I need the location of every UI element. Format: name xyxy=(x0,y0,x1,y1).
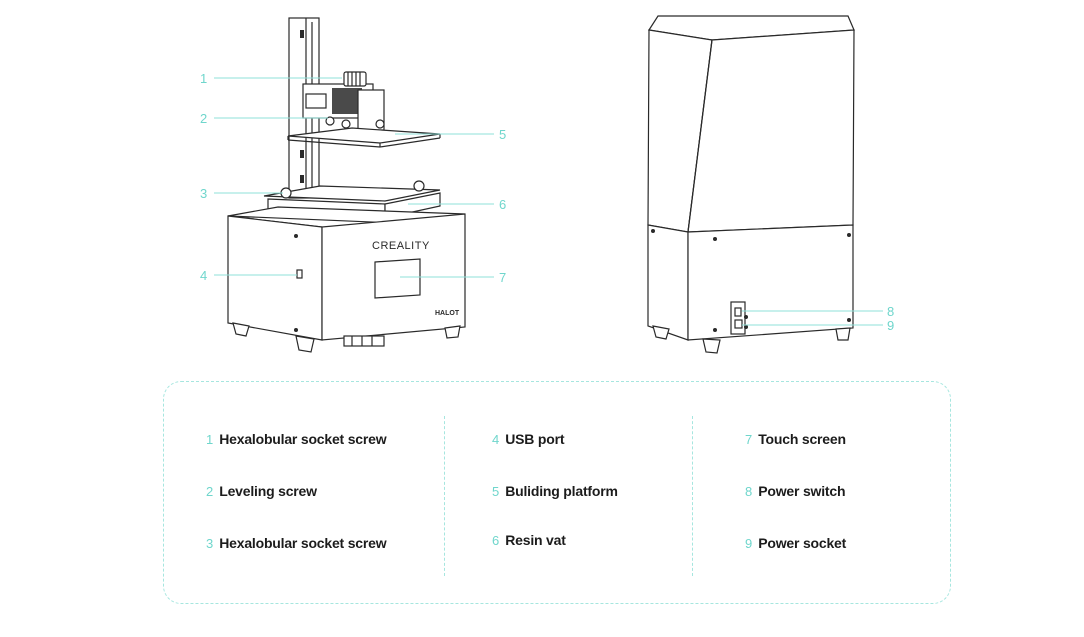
column-divider xyxy=(692,416,693,576)
callout-number: 7 xyxy=(499,270,506,285)
legend-label: Power switch xyxy=(758,483,846,499)
callout-number: 8 xyxy=(887,304,894,319)
legend-label: Hexalobular socket screw xyxy=(219,431,387,447)
callout-number: 9 xyxy=(887,318,894,333)
callout-number: 3 xyxy=(200,186,207,201)
legend-item-resin-vat: 6 Resin vat xyxy=(492,532,566,548)
legend-label: Resin vat xyxy=(505,532,566,548)
callout-number: 2 xyxy=(200,111,207,126)
callout-number: 6 xyxy=(499,197,506,212)
legend-item-power-socket: 9 Power socket xyxy=(745,535,846,551)
legend-item-touch-screen: 7 Touch screen xyxy=(745,431,846,447)
legend-item-hexalobular-socket-screw: 1 Hexalobular socket screw xyxy=(206,431,387,447)
legend-number: 9 xyxy=(745,536,753,551)
legend-item-hexalobular-socket-screw-2: 3 Hexalobular socket screw xyxy=(206,535,387,551)
legend-number: 7 xyxy=(745,432,753,447)
legend-label: Leveling screw xyxy=(219,483,317,499)
legend-label: Power socket xyxy=(758,535,847,551)
legend-label: Touch screen xyxy=(758,431,846,447)
legend-number: 6 xyxy=(492,533,500,548)
back-callouts: 8 9 xyxy=(742,304,894,333)
legend-number: 5 xyxy=(492,484,500,499)
callout-number: 1 xyxy=(200,71,207,86)
legend-label: Buliding platform xyxy=(505,483,618,499)
front-callouts: 1 2 3 4 5 6 7 xyxy=(200,71,506,285)
printer-diagram: CREALITY HALOT 1 2 3 4 5 6 7 xyxy=(200,15,894,354)
callout-number: 5 xyxy=(499,127,506,142)
legend-item-power-switch: 8 Power switch xyxy=(745,483,846,499)
model-badge-text: HALOT xyxy=(435,310,460,317)
legend-label: Hexalobular socket screw xyxy=(219,535,387,551)
front-view-printer: CREALITY HALOT xyxy=(227,17,466,353)
legend-number: 1 xyxy=(206,432,214,447)
legend-number: 3 xyxy=(206,536,214,551)
legend-label: USB port xyxy=(505,431,565,447)
legend-item-usb-port: 4 USB port xyxy=(492,431,564,447)
callout-number: 4 xyxy=(200,268,207,283)
legend-item-building-platform: 5 Buliding platform xyxy=(492,483,618,499)
back-view-printer xyxy=(647,15,855,354)
legend-number: 2 xyxy=(206,484,214,499)
legend-number: 8 xyxy=(745,484,753,499)
brand-logo-text: CREALITY xyxy=(372,240,430,252)
column-divider xyxy=(444,416,445,576)
legend-item-leveling-screw: 2 Leveling screw xyxy=(206,483,317,499)
legend-number: 4 xyxy=(492,432,500,447)
